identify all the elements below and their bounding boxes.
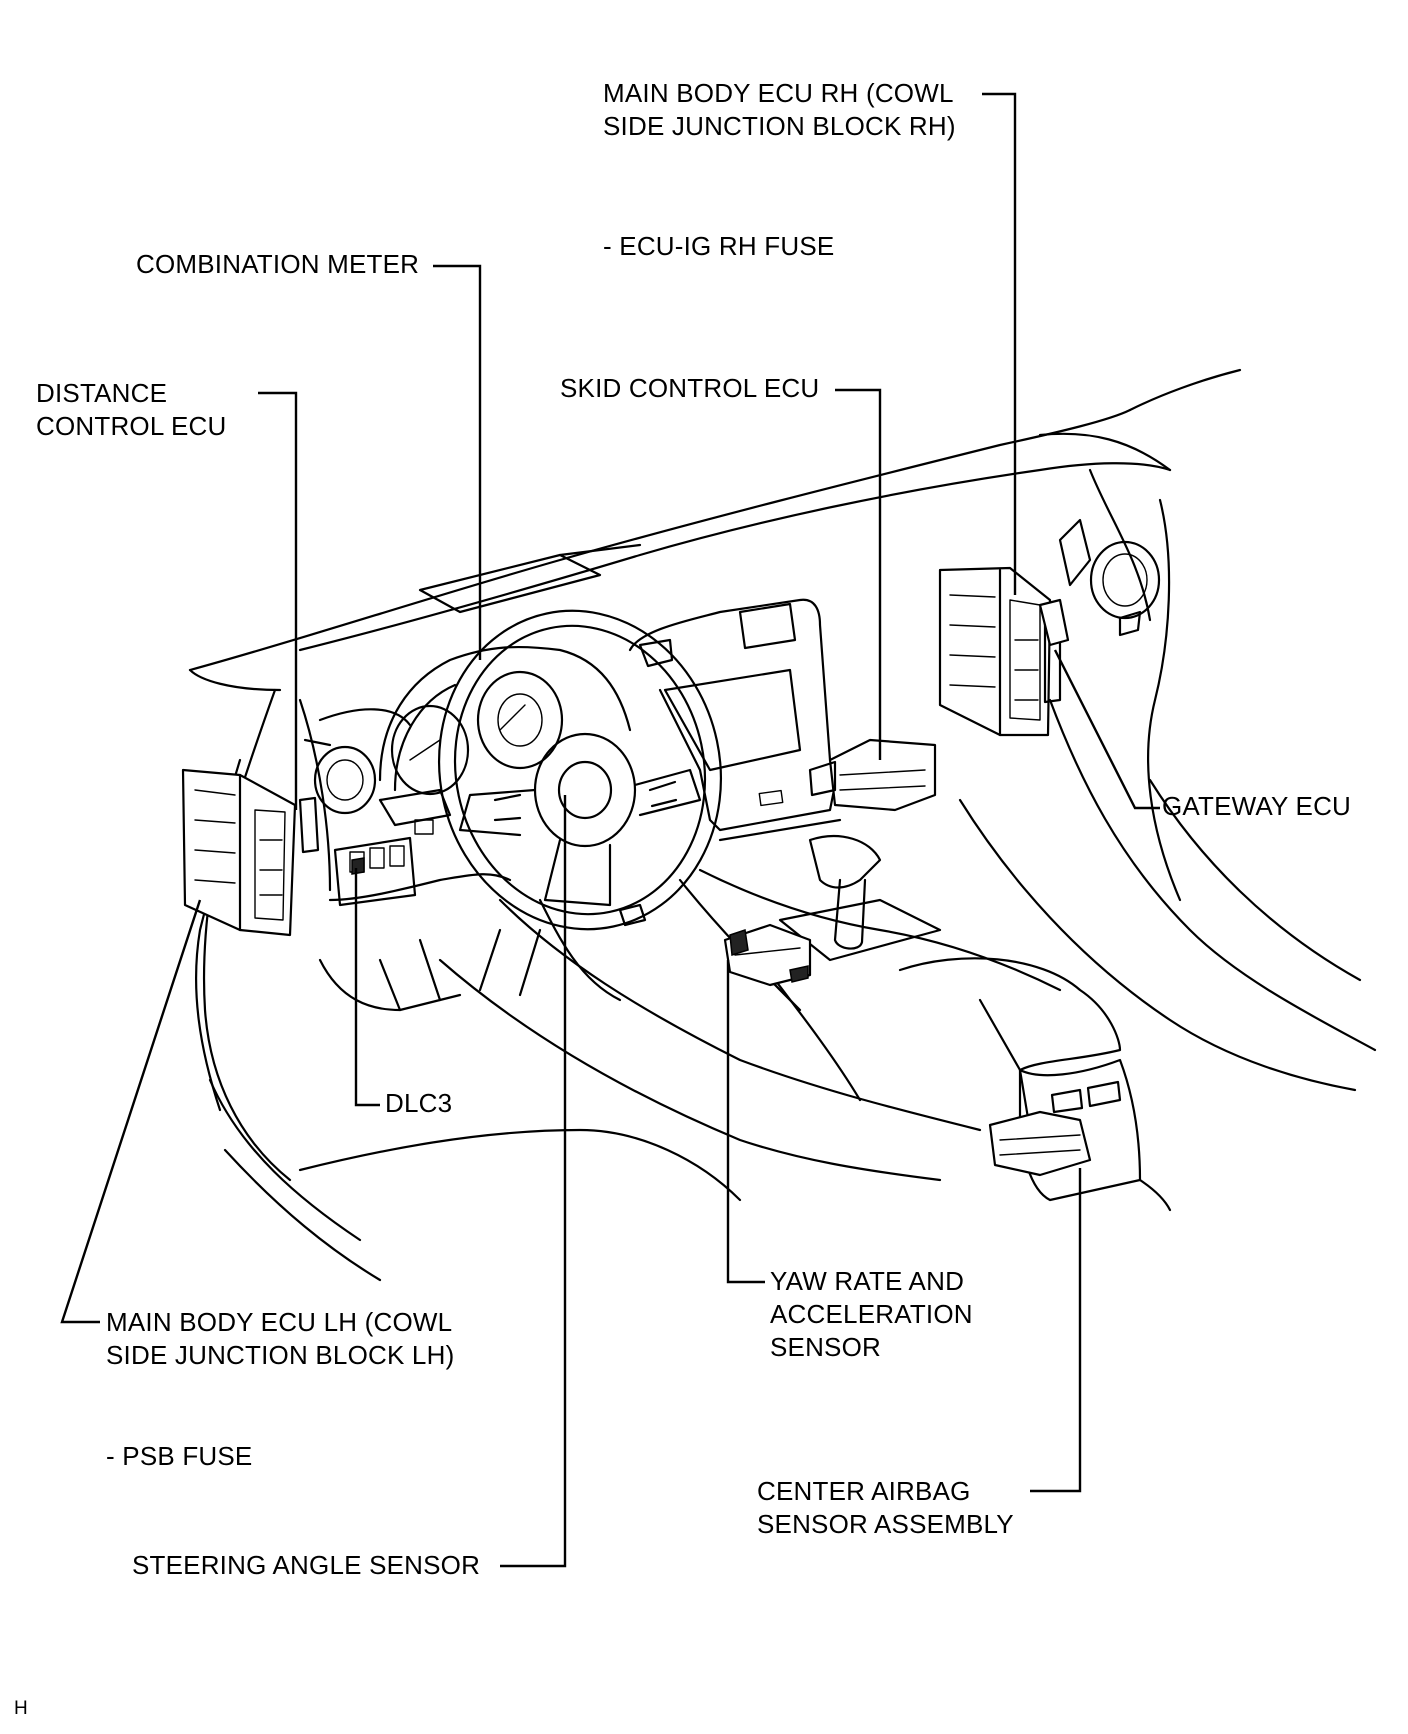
label-skid-control-ecu: SKID CONTROL ECU (560, 373, 820, 403)
label-distance-control-ecu-line2: CONTROL ECU (36, 411, 227, 441)
label-main-body-ecu-rh-line1: MAIN BODY ECU RH (COWL (603, 78, 954, 108)
label-combination-meter: COMBINATION METER (136, 249, 420, 279)
label-center-airbag-line2: SENSOR ASSEMBLY (757, 1509, 1014, 1539)
label-steering-angle-sensor: STEERING ANGLE SENSOR (132, 1550, 481, 1580)
label-main-body-ecu-lh-line1: MAIN BODY ECU LH (COWL (106, 1307, 453, 1337)
label-main-body-ecu-rh-line2: SIDE JUNCTION BLOCK RH) (603, 111, 956, 141)
label-center-airbag-line1: CENTER AIRBAG (757, 1476, 971, 1506)
yaw-rate-sensor-part (723, 923, 812, 987)
center-airbag-sensor-part (988, 1110, 1092, 1177)
skid-control-ecu-part (808, 738, 937, 812)
label-dlc3: DLC3 (385, 1088, 453, 1118)
label-gateway-ecu: GATEWAY ECU (1162, 791, 1352, 821)
label-yaw-rate-line3: SENSOR (770, 1332, 882, 1362)
dashboard-outline (188, 368, 1377, 1282)
label-yaw-rate-line2: ACCELERATION (770, 1299, 973, 1329)
label-psb-fuse: - PSB FUSE (106, 1441, 253, 1471)
gateway-ecu-part (1038, 598, 1070, 647)
label-main-body-ecu-lh-line2: SIDE JUNCTION BLOCK LH) (106, 1340, 455, 1370)
corner-mark: H (14, 1698, 28, 1719)
leader-lines (60, 92, 1160, 1568)
label-ecu-ig-rh-fuse: - ECU-IG RH FUSE (603, 231, 835, 261)
label-distance-control-ecu-line1: DISTANCE (36, 378, 168, 408)
label-yaw-rate-line1: YAW RATE AND (770, 1266, 965, 1296)
main-body-ecu-lh-part (181, 768, 320, 937)
main-body-ecu-rh-part (938, 566, 1062, 737)
